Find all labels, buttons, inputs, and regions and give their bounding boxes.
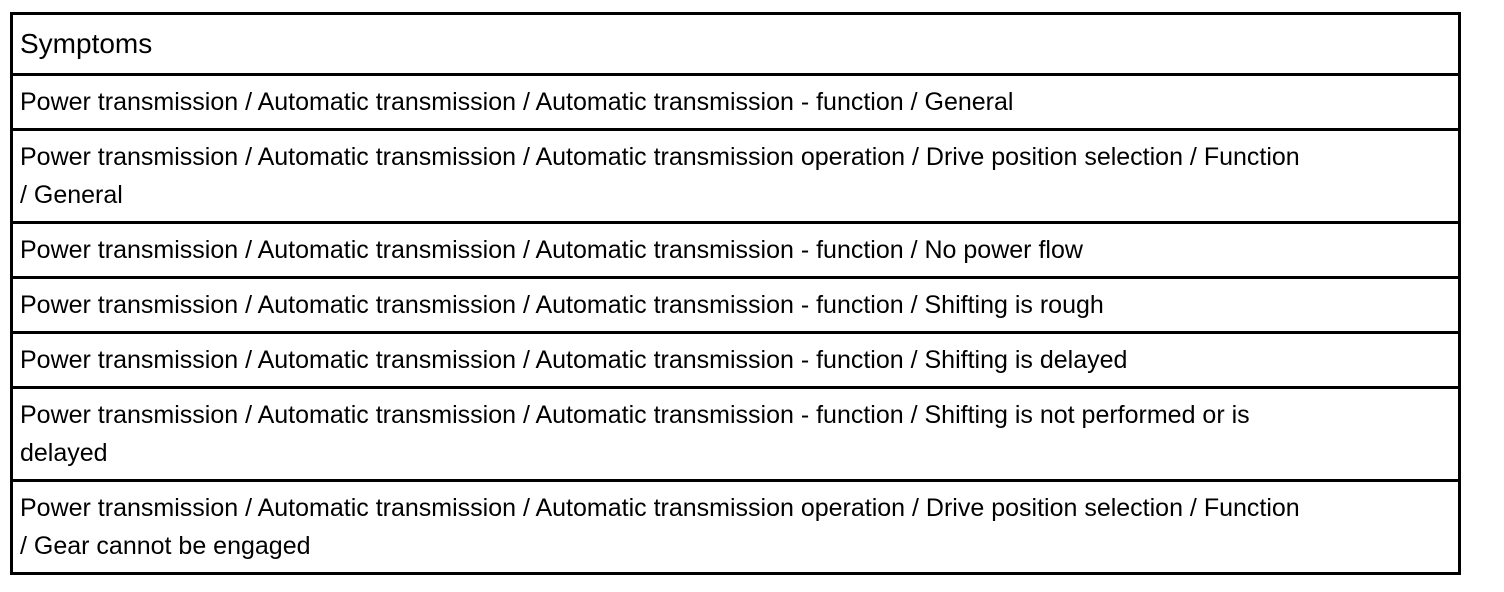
symptoms-table: Symptoms Power transmission / Automatic … <box>10 12 1461 575</box>
table-row: Power transmission / Automatic transmiss… <box>10 386 1461 482</box>
symptom-cell: Power transmission / Automatic transmiss… <box>10 221 1461 279</box>
table-row: Power transmission / Automatic transmiss… <box>10 479 1461 575</box>
table-row: Power transmission / Automatic transmiss… <box>10 331 1461 389</box>
symptom-cell: Power transmission / Automatic transmiss… <box>10 128 1461 224</box>
table-row: Power transmission / Automatic transmiss… <box>10 221 1461 279</box>
symptoms-header: Symptoms <box>10 12 1461 76</box>
symptom-cell: Power transmission / Automatic transmiss… <box>10 331 1461 389</box>
table-row: Power transmission / Automatic transmiss… <box>10 128 1461 224</box>
symptom-cell: Power transmission / Automatic transmiss… <box>10 73 1461 131</box>
symptom-cell: Power transmission / Automatic transmiss… <box>10 479 1461 575</box>
symptom-cell: Power transmission / Automatic transmiss… <box>10 386 1461 482</box>
table-row: Power transmission / Automatic transmiss… <box>10 73 1461 131</box>
table-row: Power transmission / Automatic transmiss… <box>10 276 1461 334</box>
table-header-row: Symptoms <box>10 12 1461 76</box>
symptom-cell: Power transmission / Automatic transmiss… <box>10 276 1461 334</box>
